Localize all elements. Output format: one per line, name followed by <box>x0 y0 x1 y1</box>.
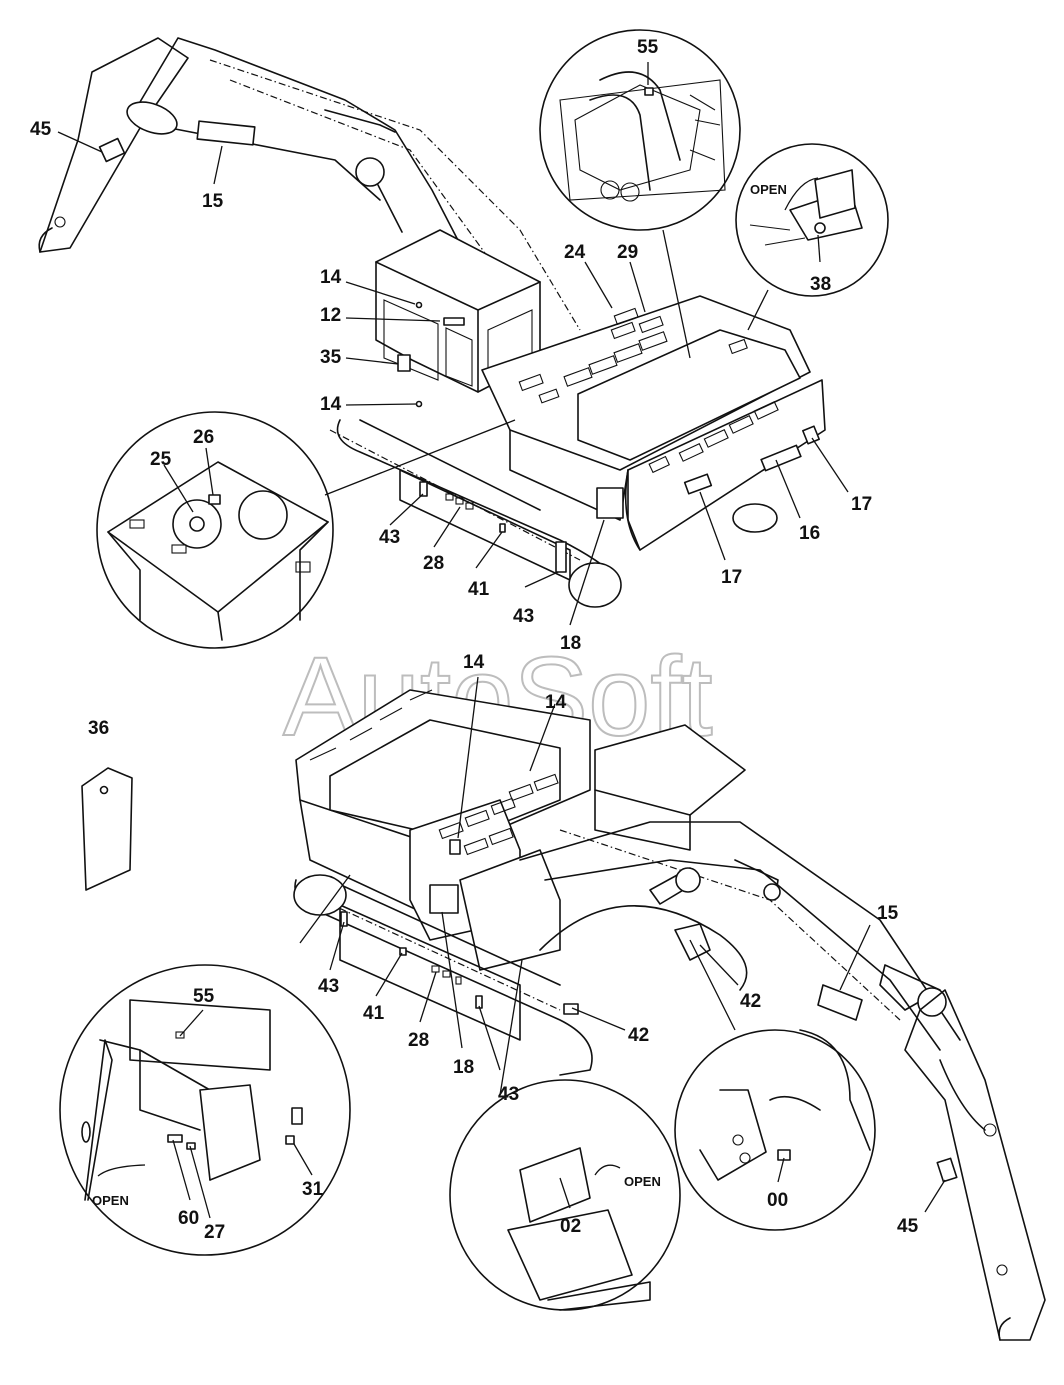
callout-14-lower-right: 14 <box>545 692 567 713</box>
callout-02: 02 <box>560 1216 581 1237</box>
callout-17-rear-right: 17 <box>851 494 872 515</box>
open-label-side-door: OPEN <box>92 1193 129 1208</box>
callout-55-lower: 55 <box>193 986 215 1007</box>
callout-14-lower-left: 14 <box>463 652 485 673</box>
callout-31: 31 <box>302 1179 324 1200</box>
callout-15-lower: 15 <box>877 903 899 924</box>
callout-55-engine: 55 <box>637 37 659 58</box>
open-label-cover: OPEN <box>750 182 787 197</box>
callout-12: 12 <box>320 305 341 326</box>
callout-43-lower-right: 43 <box>498 1084 519 1105</box>
callout-35: 35 <box>320 347 342 368</box>
callout-36: 36 <box>88 718 109 739</box>
open-label-tool-box: OPEN <box>624 1174 661 1189</box>
lower-excavator-drawing <box>59 689 1046 1341</box>
callout-42-track: 42 <box>628 1025 649 1046</box>
callout-38: 38 <box>810 274 831 295</box>
leader-lines <box>57 62 946 1219</box>
callout-27: 27 <box>204 1222 225 1243</box>
callout-41-upper: 41 <box>468 579 490 600</box>
callout-16: 16 <box>799 523 820 544</box>
callout-28-upper: 28 <box>423 553 444 574</box>
callout-60: 60 <box>178 1208 199 1229</box>
callout-24: 24 <box>564 242 586 263</box>
callout-28-lower: 28 <box>408 1030 429 1051</box>
callout-15-upper: 15 <box>202 191 224 212</box>
callout-42-boom: 42 <box>740 991 761 1012</box>
upper-callouts: 45 15 14 12 35 14 55 24 29 38 26 25 43 2… <box>30 37 872 654</box>
callout-18-lower: 18 <box>453 1057 474 1078</box>
callout-25: 25 <box>150 449 172 470</box>
callout-14-cab-bottom: 14 <box>320 394 342 415</box>
callout-43-upper-left: 43 <box>379 527 400 548</box>
callout-45-upper: 45 <box>30 119 52 140</box>
callout-41-lower: 41 <box>363 1003 385 1024</box>
callout-00: 00 <box>767 1190 788 1211</box>
callout-43-upper-right: 43 <box>513 606 534 627</box>
callout-17-rear-left: 17 <box>721 567 742 588</box>
callout-43-lower-left: 43 <box>318 976 339 997</box>
callout-18-upper: 18 <box>560 633 581 654</box>
upper-excavator-drawing <box>38 29 889 649</box>
callout-29: 29 <box>617 242 638 263</box>
callout-26: 26 <box>193 427 214 448</box>
lower-callouts: 36 14 14 15 43 41 28 18 43 42 42 55 31 6… <box>88 652 919 1243</box>
callout-45-lower: 45 <box>897 1216 919 1237</box>
callout-14-cab-top: 14 <box>320 267 342 288</box>
